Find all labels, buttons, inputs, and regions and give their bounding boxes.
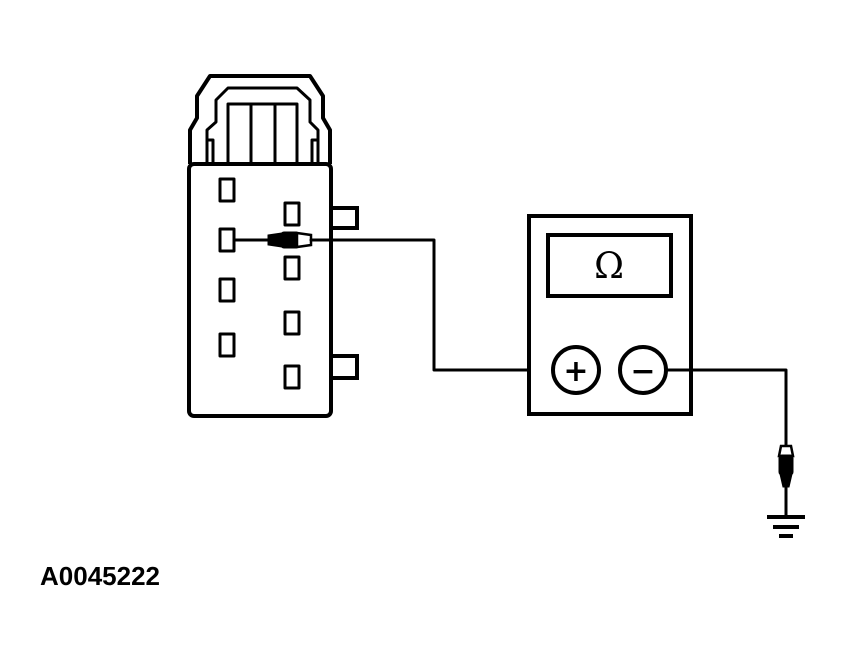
connector-side-tab-upper (329, 206, 359, 230)
terminal-cavity (283, 310, 301, 336)
connector-latch-step-left (205, 138, 215, 166)
probe-tip (267, 232, 283, 248)
terminal-cavity (218, 332, 236, 358)
ground-probe-body (778, 454, 794, 476)
ground-probe-tip (779, 473, 793, 488)
negative-terminal-sign: − (630, 354, 655, 389)
figure-id-label: A0045222 (40, 561, 160, 591)
connector-latch-inner (205, 86, 320, 166)
terminal-cavity (283, 255, 301, 281)
connector-latch-step-right (310, 138, 320, 166)
connector-side-tab-lower (329, 354, 359, 380)
terminal-cavity (218, 177, 236, 203)
ohm-symbol: Ω (594, 246, 624, 287)
terminal-cavity (283, 364, 301, 390)
probe-boot (295, 231, 313, 249)
connector (187, 74, 359, 418)
positive-terminal-sign: + (563, 354, 588, 389)
ohmmeter-display (546, 233, 673, 298)
connector-latch-frame (226, 102, 299, 166)
ground-symbol-icon (767, 515, 805, 538)
connector-body (187, 162, 333, 418)
connector-latch-outer (188, 74, 332, 164)
negative-test-lead (664, 368, 795, 518)
ohmmeter: Ω + − (527, 214, 693, 416)
terminal-cavity (218, 277, 236, 303)
positive-test-lead (232, 231, 555, 372)
terminal-cavity (283, 201, 301, 227)
positive-terminal (551, 345, 601, 395)
